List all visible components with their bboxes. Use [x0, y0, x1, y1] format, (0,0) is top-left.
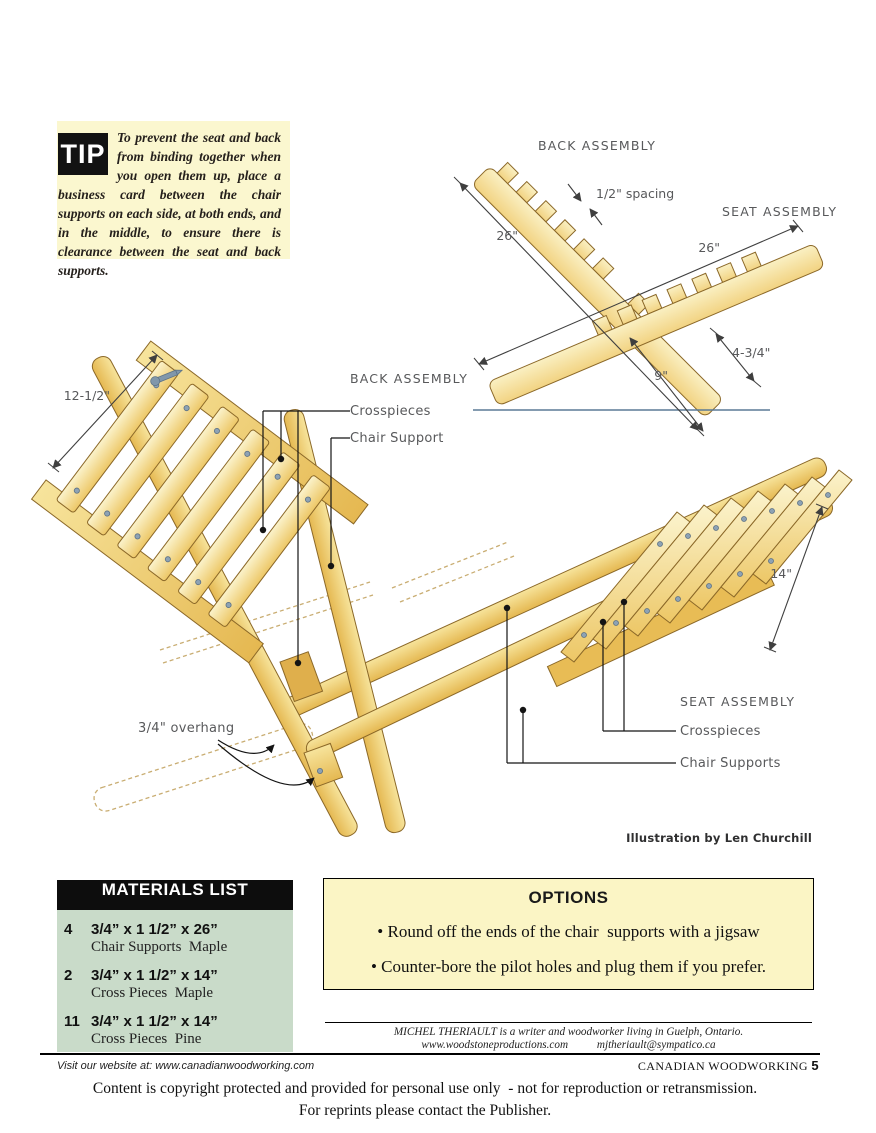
author-divider — [325, 1022, 812, 1023]
materials-desc: Cross Pieces Maple — [91, 985, 214, 1001]
tip-text: To prevent the seat and back from bindin… — [58, 130, 281, 278]
tip-label: TIP — [58, 133, 108, 175]
seat-assembly-label: SEAT ASSEMBLY — [680, 694, 795, 709]
back-crosspieces-label: Crosspieces — [350, 404, 431, 419]
materials-row: 2 3/4” x 1 1/2” x 14” Cross Pieces Maple — [64, 967, 289, 1002]
seat-crosspieces-label: Crosspieces — [680, 724, 761, 739]
illustration-credit: Illustration by Len Churchill — [626, 831, 812, 845]
materials-list: MATERIALS LIST 4 3/4” x 1 1/2” x 26” Cha… — [57, 880, 293, 1052]
seat-width-dim: 14" — [770, 566, 792, 581]
copyright-line1: Content is copyright protected and provi… — [92, 1080, 758, 1097]
materials-desc: Chair Supports Maple — [91, 939, 228, 955]
materials-qty: 2 — [64, 967, 73, 984]
magazine-title: CANADIAN WOODWORKING — [637, 1059, 808, 1073]
materials-desc: Cross Pieces Pine — [91, 1031, 202, 1047]
materials-dims: 3/4” x 1 1/2” x 14” — [91, 1013, 218, 1030]
page-number: 5 — [811, 1058, 819, 1073]
options-bullet: • Counter-bore the pilot holes and plug … — [370, 957, 767, 976]
options-bullet: • Round off the ends of the chair suppor… — [377, 922, 760, 941]
back-width-dim: 12-1/2" — [64, 388, 110, 403]
options-title: OPTIONS — [528, 888, 609, 907]
back-assembly-label: BACK ASSEMBLY — [350, 371, 468, 386]
author-links: www.woodstoneproductions.com mjtheriault… — [305, 1039, 832, 1052]
author-bio: MICHEL THERIAULT is a writer and woodwor… — [393, 1026, 744, 1038]
seat-length-dim-line — [478, 225, 799, 365]
back-length-dim: 26" — [496, 228, 518, 243]
materials-row: 4 3/4” x 1 1/2” x 26” Chair Supports Map… — [64, 921, 289, 956]
side-view-diagram: 26" 26" 1/2" spacing 4-3/4" 9" BACK ASSE… — [453, 138, 837, 437]
diagram-back-assembly-label: BACK ASSEMBLY — [538, 138, 656, 153]
magazine-name: CANADIAN WOODWORKING 5 — [638, 1058, 819, 1074]
diagram-seat-assembly-label: SEAT ASSEMBLY — [722, 204, 837, 219]
back-chair-support-label: Chair Support — [350, 431, 444, 446]
materials-row: 11 3/4” x 1 1/2” x 14” Cross Pieces Pine — [64, 1013, 289, 1048]
materials-dims: 3/4” x 1 1/2” x 26” — [91, 921, 218, 938]
seat-length-dim: 26" — [698, 240, 720, 255]
offset-dim: 9" — [654, 368, 668, 383]
back-width-dim-line — [52, 354, 158, 469]
seat-width-dim-line — [768, 506, 824, 651]
seat-front-crosspiece — [279, 651, 324, 703]
offset-dim-line — [629, 337, 704, 432]
materials-list-title: MATERIALS LIST — [57, 880, 293, 910]
footer-divider — [40, 1053, 820, 1055]
author-email-link[interactable]: mjtheriault@sympatico.ca — [596, 1039, 716, 1051]
materials-dims: 3/4” x 1 1/2” x 14” — [91, 967, 218, 984]
seat-front-crosspiece-near — [303, 742, 344, 788]
options-box: OPTIONS • Round off the ends of the chai… — [323, 878, 814, 990]
overlap-dim: 4-3/4" — [732, 345, 770, 360]
overhang-label: 3/4" overhang — [138, 721, 234, 736]
materials-qty: 11 — [64, 1013, 80, 1030]
materials-qty: 4 — [64, 921, 73, 938]
spacing-dim: 1/2" spacing — [596, 186, 674, 201]
author-website-link[interactable]: www.woodstoneproductions.com — [421, 1039, 569, 1051]
chair-illustration: 12-1/2" 14" BACK ASSEMBLY Crosspieces Ch… — [30, 340, 853, 837]
copyright-line2: For reprints please contact the Publishe… — [298, 1102, 552, 1119]
website-link[interactable]: Visit our website at: www.canadianwoodwo… — [57, 1060, 315, 1072]
overlap-dim-line — [715, 333, 755, 382]
seat-chair-supports-label: Chair Supports — [680, 756, 781, 771]
